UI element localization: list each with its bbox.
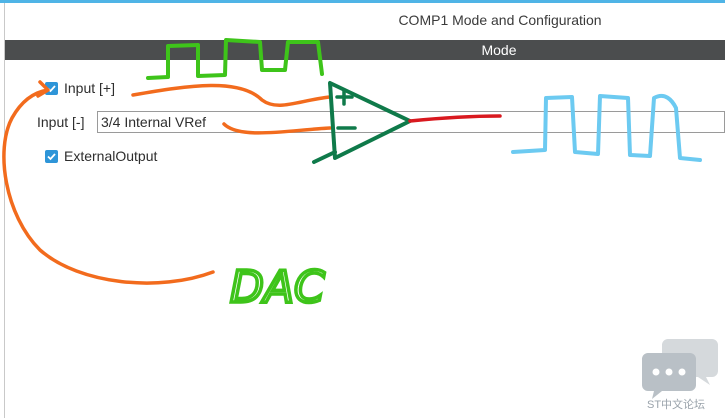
dac-wire	[2, 80, 215, 285]
panel-border	[4, 3, 724, 418]
external-output-label: ExternalOutput	[64, 148, 158, 164]
dac-label: DAC	[230, 262, 325, 313]
output-square-wave	[511, 93, 702, 162]
mode-section-label: Mode	[481, 42, 517, 58]
input-plus-label: Input [+]	[64, 80, 115, 96]
forum-watermark-icon	[642, 339, 718, 399]
input-minus-value: 3/4 Internal VRef	[101, 114, 207, 130]
output-wire	[408, 114, 502, 123]
input-square-wave	[146, 38, 324, 80]
comparator-symbol	[328, 81, 412, 160]
comparator-tail	[312, 150, 337, 164]
plus-input-wire	[131, 83, 332, 107]
page-title: COMP1 Mode and Configuration	[398, 12, 602, 28]
external-output-row: ExternalOutput	[45, 148, 157, 164]
input-minus-label: Input [-]	[37, 114, 85, 130]
external-output-checkbox[interactable]	[45, 149, 58, 163]
minus-input-wire	[222, 122, 332, 135]
watermark-text: ST中文论坛	[647, 399, 706, 411]
check-icon	[47, 152, 56, 160]
plus-sign	[335, 88, 354, 106]
top-accent-line	[0, 0, 725, 3]
